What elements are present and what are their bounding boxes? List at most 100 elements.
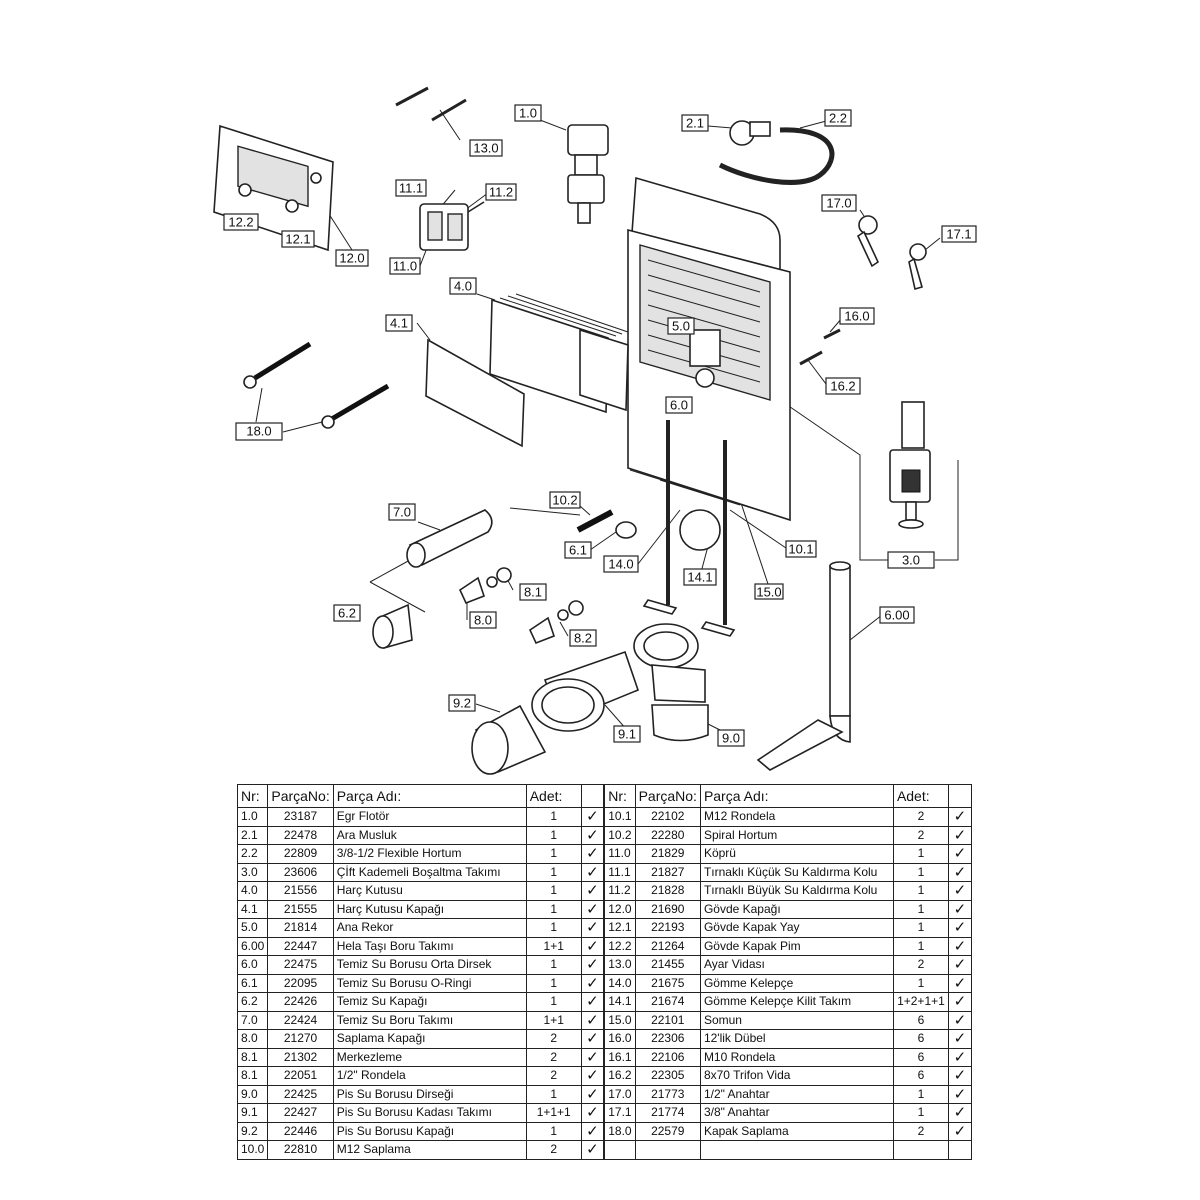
checkmark-icon: ✓: [580, 862, 605, 882]
label-2-2: 2.2: [829, 111, 847, 126]
cell-parca-adi: Pis Su Borusu Kadası Takımı: [332, 1103, 527, 1123]
cell-parca-adi: Ara Musluk: [332, 825, 527, 845]
label-6-1: 6.1: [569, 543, 587, 558]
label-1-0: 1.0: [519, 106, 537, 121]
cell-parca-adi: Tırnaklı Küçük Su Kaldırma Kolu: [699, 862, 894, 882]
cell-nr: 13.0: [603, 955, 636, 975]
cell-adet: 1: [892, 936, 949, 956]
checkmark-icon: ✓: [580, 1010, 605, 1030]
float-valve-part: [567, 124, 609, 224]
cell-adet: 1: [892, 1084, 949, 1104]
label-9-2: 9.2: [453, 696, 471, 711]
cell-parca-adi: 1/2" Rondela: [332, 1066, 527, 1086]
header-adet: Adet:: [525, 784, 582, 808]
checkmark-icon: ✓: [580, 936, 605, 956]
label-13-0: 13.0: [473, 141, 498, 156]
parts-list-table: Nr: ParçaNo: Parça Adı: Adet: Nr: ParçaN…: [236, 784, 972, 1160]
cell-adet: 1: [525, 844, 582, 864]
label-3-0: 3.0: [902, 553, 920, 568]
cell-nr: 14.1: [603, 992, 636, 1012]
header-nr-right: Nr:: [603, 784, 636, 808]
checkmark-icon: ✓: [580, 1029, 605, 1049]
label-14-1: 14.1: [687, 570, 712, 585]
cell-parca-no: 21829: [634, 844, 701, 864]
checkmark-icon: ✓: [580, 1084, 605, 1104]
cell-parca-adi: Gövde Kapak Yay: [699, 918, 894, 938]
cell-parca-no: 22102: [634, 807, 701, 827]
cell-parca-adi: Ana Rekor: [332, 918, 527, 938]
cell-parca-adi: Temiz Su Boru Takımı: [332, 1010, 527, 1030]
checkmark-icon: ✓: [947, 862, 972, 882]
cell-parca-no: 23187: [267, 807, 334, 827]
cell-parca-adi: Saplama Kapağı: [332, 1029, 527, 1049]
installation-frame-part: [627, 176, 791, 637]
checkmark-icon: ✓: [947, 899, 972, 919]
cell-parca-no: 21773: [634, 1084, 701, 1104]
cell-parca-adi: Pis Su Borusu Dirseği: [332, 1084, 527, 1104]
cell-parca-no: 22579: [634, 1121, 701, 1141]
cell-nr: 11.1: [603, 862, 636, 882]
cell-adet: 1: [892, 899, 949, 919]
cell-parca-adi: Temiz Su Borusu Orta Dirsek: [332, 955, 527, 975]
cell-nr: 8.1: [236, 1066, 269, 1086]
checkmark-icon: ✓: [580, 992, 605, 1012]
cell-parca-adi: Gömme Kelepçe: [699, 973, 894, 993]
spiral-hose-part: [576, 509, 637, 539]
cell-adet: 1: [525, 899, 582, 919]
checkmark-icon: ✓: [580, 1121, 605, 1141]
cell-adet: 1: [892, 881, 949, 901]
cell-adet: 1+2+1+1: [892, 992, 949, 1012]
stud-cap-washers-part: [458, 567, 584, 645]
mortar-box-part: [489, 293, 629, 414]
checkmark-icon: ✓: [580, 881, 605, 901]
cell-nr: 6.1: [236, 973, 269, 993]
checkmark-icon: ✓: [580, 844, 605, 864]
cell-parca-adi: Egr Flotör: [332, 807, 527, 827]
label-12-0: 12.0: [339, 251, 364, 266]
cell-parca-adi: Spiral Hortum: [699, 825, 894, 845]
label-17-0: 17.0: [826, 196, 851, 211]
cell-parca-adi: 3/8-1/2 Flexible Hortum: [332, 844, 527, 864]
cell-adet: 2: [525, 1047, 582, 1067]
cell-nr: 1.0: [236, 807, 269, 827]
checkmark-icon: ✓: [947, 918, 972, 938]
cell-adet: 6: [892, 1029, 949, 1049]
checkmark-icon: ✓: [580, 955, 605, 975]
cell-parca-no: 21302: [267, 1047, 334, 1067]
label-16-2: 16.2: [830, 379, 855, 394]
cover-studs-part: [243, 341, 390, 429]
cell-nr: 16.2: [603, 1066, 636, 1086]
dowel-screw-part: [799, 328, 841, 366]
cell-parca-adi: 1/2" Anahtar: [699, 1084, 894, 1104]
header-adet-right: Adet:: [892, 784, 949, 808]
cell-adet: 6: [892, 1047, 949, 1067]
clean-water-cap-part: [372, 603, 413, 650]
checkmark-icon: ✓: [580, 918, 605, 938]
cell-parca-no: 22305: [634, 1066, 701, 1086]
callout-labels: 1.0 2.1 2.2 3.0 4.0 4.1 5.0 6.0 6.00 6.1…: [223, 104, 977, 747]
label-7-0: 7.0: [393, 505, 411, 520]
cell-parca-no: 22306: [634, 1029, 701, 1049]
cell-parca-no: 21270: [267, 1029, 334, 1049]
cell-adet: 2: [525, 1140, 582, 1160]
cell-parca-adi: M12 Rondela: [699, 807, 894, 827]
label-12-2: 12.2: [228, 215, 253, 230]
checkmark-icon: ✓: [947, 1029, 972, 1049]
cell-parca-no: 22426: [267, 992, 334, 1012]
cell-adet: 1: [525, 881, 582, 901]
cell-parca-no: 22051: [267, 1066, 334, 1086]
label-16-0: 16.0: [844, 309, 869, 324]
cell-nr: 15.0: [603, 1010, 636, 1030]
checkmark-icon: ✓: [947, 844, 972, 864]
cell-parca-no: 21774: [634, 1103, 701, 1123]
cell-parca-no: 22446: [267, 1121, 334, 1141]
cell-parca-adi: 12'lik Dübel: [699, 1029, 894, 1049]
